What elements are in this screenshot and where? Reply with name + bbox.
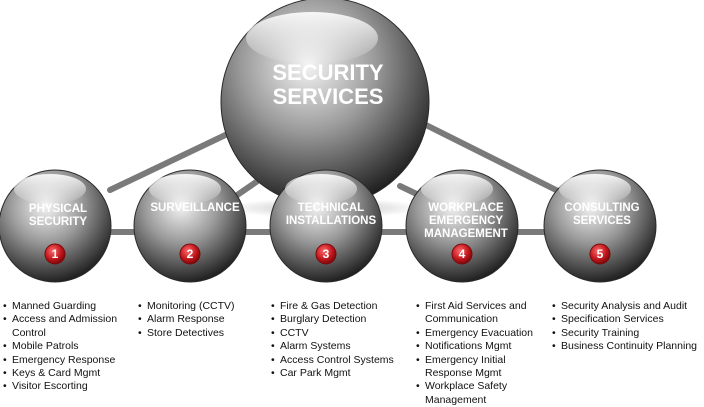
list-item: Security Training [552, 327, 704, 341]
hub-title-line-2: SERVICES [273, 84, 384, 109]
sphere-gloss [14, 174, 86, 204]
list-item: Alarm Response [138, 313, 266, 327]
list-item: Alarm Systems [271, 340, 411, 354]
list-item: Access and Admission Control [3, 313, 131, 340]
service-title-line: MANAGEMENT [424, 228, 508, 240]
connector-hub-physical [107, 125, 243, 193]
connector-hub-consulting [417, 119, 563, 195]
service-sphere-workplace-emergency-management[interactable]: WORKPLACE EMERGENCY MANAGEMENT 4 [405, 169, 519, 283]
sphere-gloss [421, 174, 493, 204]
service-sphere-surveillance[interactable]: SURVEILLANCE 2 [133, 169, 247, 283]
badge-number: 4 [459, 247, 466, 261]
badge-number: 5 [597, 247, 604, 261]
list-item: Emergency Evacuation [416, 327, 544, 341]
badge-number: 1 [52, 247, 59, 261]
badge-number: 3 [323, 247, 330, 261]
list-item: First Aid Services and Communication [416, 300, 544, 327]
number-badge: 1 [44, 243, 66, 265]
number-badge: 3 [315, 243, 337, 265]
list-item: Workplace Safety Management [416, 380, 544, 407]
hub-title-line-1: SECURITY [272, 60, 384, 85]
list-item: Access Control Systems [271, 354, 411, 368]
list-item: Manned Guarding [3, 300, 131, 314]
service-list-physical-security: Manned Guarding Access and Admission Con… [3, 300, 131, 394]
service-list-technical-installations: Fire & Gas Detection Burglary Detection … [271, 300, 411, 381]
service-title-line: CONSULTING [564, 202, 639, 214]
service-title-line: EMERGENCY [429, 215, 503, 227]
list-item: CCTV [271, 327, 411, 341]
hub-gloss [246, 12, 378, 64]
service-title-line: WORKPLACE [428, 202, 504, 214]
sphere-gloss [559, 174, 631, 204]
service-title-line: INSTALLATIONS [286, 215, 377, 227]
list-item: Car Park Mgmt [271, 367, 411, 381]
service-title-line: SURVEILLANCE [150, 202, 240, 214]
list-item: Specification Services [552, 313, 704, 327]
service-list-consulting-services: Security Analysis and Audit Specificatio… [552, 300, 704, 354]
sphere-gloss [285, 174, 357, 204]
sphere-gloss [149, 174, 221, 204]
number-badge: 5 [589, 243, 611, 265]
list-item: Monitoring (CCTV) [138, 300, 266, 314]
list-item: Mobile Patrols [3, 340, 131, 354]
service-title-line: SECURITY [29, 216, 87, 228]
list-item: Visitor Escorting [3, 380, 131, 394]
list-item: Keys & Card Mgmt [3, 367, 131, 381]
service-sphere-physical-security[interactable]: PHYSICAL SECURITY 1 [0, 169, 112, 283]
number-badge: 2 [179, 243, 201, 265]
service-sphere-consulting-services[interactable]: CONSULTING SERVICES 5 [543, 169, 657, 283]
list-item: Security Analysis and Audit [552, 300, 704, 314]
service-title-line: PHYSICAL [29, 203, 87, 215]
badge-number: 2 [187, 247, 194, 261]
service-list-surveillance: Monitoring (CCTV) Alarm Response Store D… [138, 300, 266, 341]
list-item: Fire & Gas Detection [271, 300, 411, 314]
service-title-line: SERVICES [573, 215, 631, 227]
list-item: Emergency Initial Response Mgmt [416, 354, 544, 381]
diagram-canvas: SECURITY SERVICES PHYSICAL SECURITY 1 SU… [0, 0, 657, 283]
service-list-workplace-emergency-management: First Aid Services and Communication Eme… [416, 300, 544, 407]
list-item: Store Detectives [138, 327, 266, 341]
list-item: Emergency Response [3, 354, 131, 368]
service-sphere-technical-installations[interactable]: TECHNICAL INSTALLATIONS 3 [269, 169, 383, 283]
list-item: Notifications Mgmt [416, 340, 544, 354]
list-item: Business Continuity Planning [552, 340, 704, 354]
list-item: Burglary Detection [271, 313, 411, 327]
number-badge: 4 [451, 243, 473, 265]
service-title-line: TECHNICAL [298, 202, 364, 214]
